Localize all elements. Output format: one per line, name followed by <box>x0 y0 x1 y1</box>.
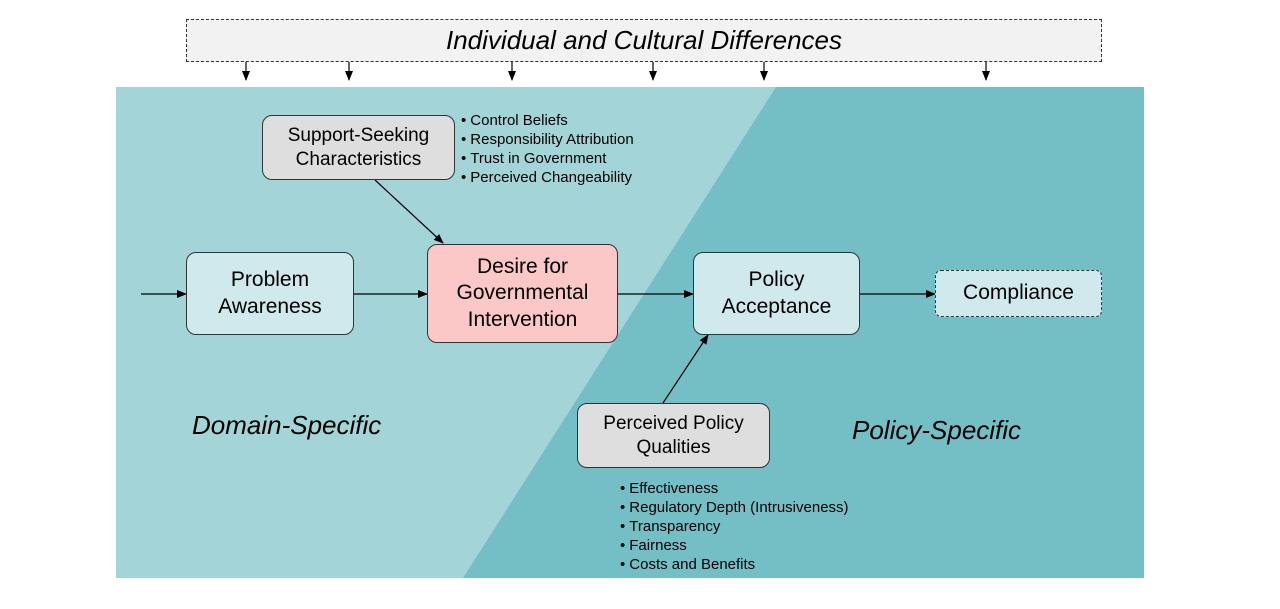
desire-label: Desire for Governmental Intervention <box>456 255 589 331</box>
support-seeking-label: Support-Seeking Characteristics <box>287 124 430 170</box>
bullet-item: Perceived Changeability <box>461 168 634 187</box>
banner-title: Individual and Cultural Differences <box>446 25 842 55</box>
bullet-item: Transparency <box>620 517 849 536</box>
policy-acceptance-label: Policy Acceptance <box>721 268 832 318</box>
policy-specific-label: Policy-Specific <box>852 415 1022 445</box>
domain-specific-label: Domain-Specific <box>192 410 382 440</box>
bullet-item: Trust in Government <box>461 149 634 168</box>
bullet-item: Regulatory Depth (Intrusiveness) <box>620 498 848 517</box>
bullet-item: Effectiveness <box>620 479 849 498</box>
support-seeking-bullets: Control Beliefs Responsibility Attributi… <box>461 111 634 187</box>
compliance-node: Compliance <box>935 270 1102 317</box>
arrow-support-to-desire <box>374 179 444 244</box>
policy-acceptance-node: Policy Acceptance <box>693 252 860 335</box>
compliance-label: Compliance <box>963 281 1074 305</box>
flow-arrows <box>141 179 936 404</box>
bullet-item: Responsibility Attribution <box>461 130 633 149</box>
bullet-item: Costs and Benefits <box>620 555 849 574</box>
bullet-item: Control Beliefs <box>461 111 634 130</box>
banner-arrows <box>242 62 990 81</box>
problem-awareness-label: Problem Awareness <box>218 268 322 318</box>
problem-awareness-node: Problem Awareness <box>186 252 354 335</box>
individual-cultural-differences-banner: Individual and Cultural Differences <box>186 19 1102 62</box>
policy-qualities-bullets: Effectiveness Regulatory Depth (Intrusiv… <box>620 479 849 574</box>
perceived-policy-qualities-node: Perceived Policy Qualities <box>577 403 770 468</box>
arrow-qualities-to-acceptance <box>662 334 709 404</box>
desire-for-intervention-node: Desire for Governmental Intervention <box>427 244 618 343</box>
support-seeking-node: Support-Seeking Characteristics <box>262 115 455 180</box>
perceived-policy-label: Perceived Policy Qualities <box>603 412 744 458</box>
bullet-item: Fairness <box>620 536 849 555</box>
